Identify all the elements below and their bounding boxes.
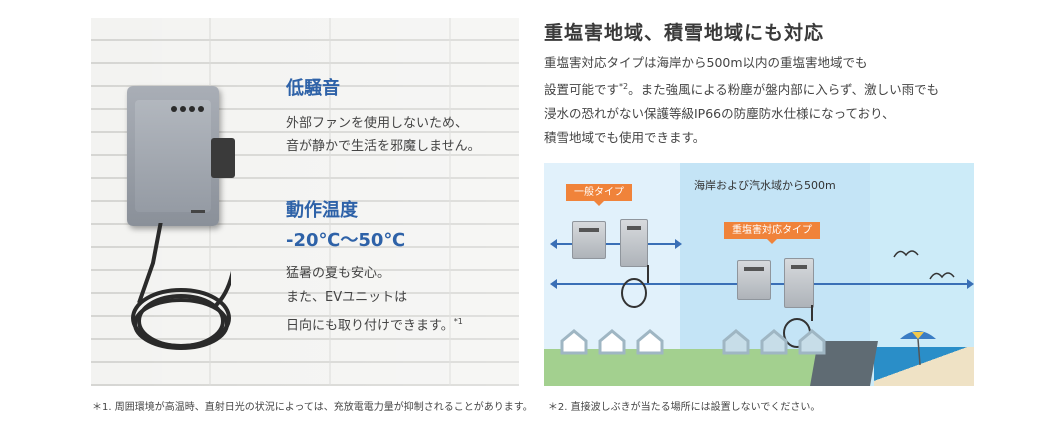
footnote-2: ＊2. 直接波しぶきが当たる場所には設置しないでください。 (547, 402, 821, 413)
desc-line-3: 浸水の恐れがない保護等級IP66の防塵防水仕様になっており、 (544, 106, 895, 122)
beach-umbrella-icon (900, 331, 936, 366)
temp-text-line-3: 日向にも取り付けできます。*1 (286, 317, 463, 334)
salt-damage-type-tag: 重塩害対応タイプ (724, 222, 820, 244)
desc-line-1: 重塩害対応タイプは海岸から500m以内の重塩害地域でも (544, 55, 868, 70)
general-type-tag: 一般タイプ (566, 184, 632, 206)
indicator-lights (171, 106, 204, 112)
cable-coil-icon (621, 265, 649, 308)
house-icons (560, 329, 664, 355)
ev-unit-salt (784, 258, 814, 308)
zone-label: 海岸および汽水域から500m (694, 179, 836, 192)
desc-line-4: 積雪地域でも使用できます。 (544, 130, 706, 146)
temp-text-line-2: また、EVユニットは (286, 290, 408, 305)
temp-heading: 動作温度 (286, 200, 358, 221)
wall-photo (91, 18, 519, 386)
ev-unit (620, 219, 648, 267)
quiet-heading: 低騒音 (286, 78, 340, 99)
connector-holster (211, 138, 235, 178)
section-title: 重塩害地域、積雪地域にも対応 (544, 22, 825, 44)
footnote-1: ＊1. 周囲環境が高温時、直射日光の状況によっては、充放電電力量が抑制されること… (92, 402, 533, 413)
footnote-marker-2: *2 (619, 82, 629, 91)
beach-sea (874, 347, 974, 386)
temp-range: -20℃〜50℃ (286, 230, 406, 251)
ev-charger-unit (127, 86, 219, 226)
description: 重塩害対応タイプは海岸から500m以内の重塩害地域でも 設置可能です*2。また強… (544, 51, 1024, 150)
house-icons (722, 329, 826, 355)
desc-line-2: 設置可能です*2。また強風による粉塵が盤内部に入らず、激しい雨でも (544, 82, 940, 98)
quiet-text-line-2: 音が静かで生活を邪魔しません。 (286, 139, 481, 154)
seagull-icons (893, 250, 955, 280)
storage-battery-unit-salt (737, 260, 771, 300)
charging-cable (131, 223, 231, 350)
quiet-text-line-1: 外部ファンを使用しないため、 (286, 116, 469, 131)
footnote-marker-1: *1 (453, 317, 463, 326)
temp-text-line-1: 猛暑の夏も安心。 (286, 266, 391, 281)
storage-battery-unit (572, 221, 606, 259)
footnotes: ＊1. 周囲環境が高温時、直射日光の状況によっては、充放電電力量が抑制されること… (92, 398, 820, 413)
coastal-illustration: 一般タイプ 海岸および汽水域から500m 重塩害対応タイプ (544, 163, 974, 386)
ground (544, 349, 844, 386)
range-arrow-general (550, 239, 682, 249)
